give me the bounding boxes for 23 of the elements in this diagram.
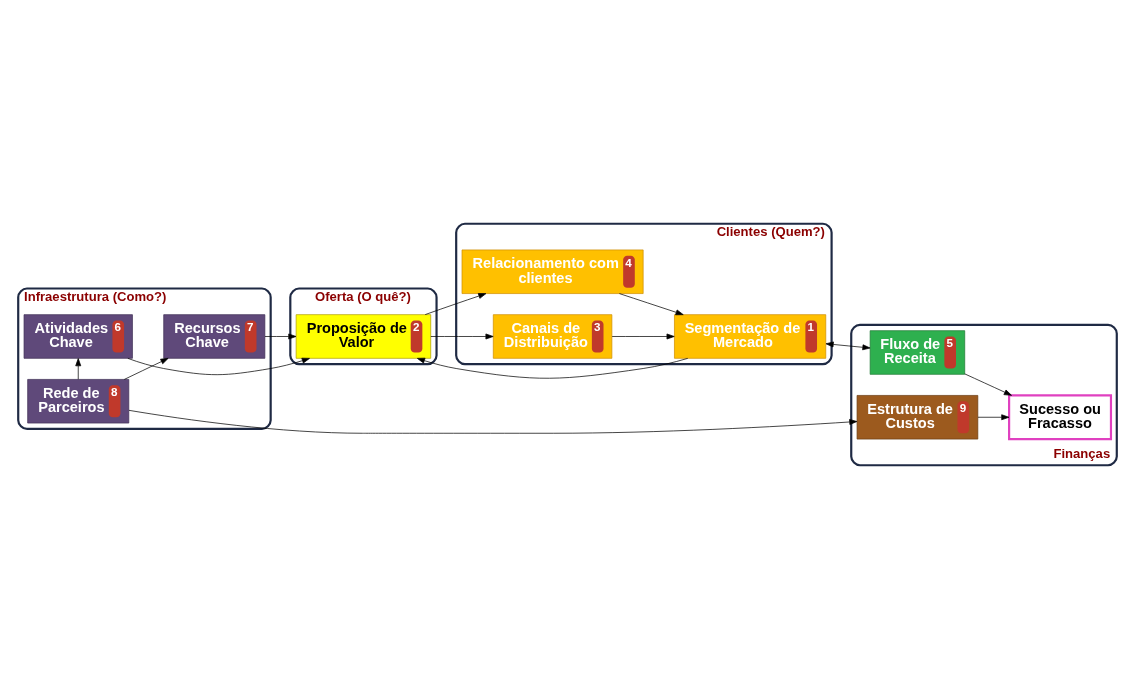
node-box: Relacionamento com clientes 4 [461,249,644,294]
node-box: Estrutura de Custos 9 [856,395,979,440]
arrow [825,341,871,351]
arrow [128,409,858,434]
arrow [977,414,1010,421]
node-box: Atividades Chave 6 [23,314,133,359]
arrow [75,358,82,380]
node-box: Sucesso ou Fracasso [1008,394,1113,441]
node-box: Segmentação de Mercado 1 [674,314,827,359]
node-box: Fluxo de Receita 5 [869,330,966,375]
node-box: Proposição de Valor 2 [295,314,432,359]
arrow [964,373,1012,396]
node-box: Rede de Parceiros 8 [27,379,130,424]
arrow [611,333,675,340]
node-box: Canais de Distribuição 3 [492,314,613,359]
arrow [127,357,310,376]
arrow [430,333,494,340]
arrow [264,333,297,340]
arrow [417,357,689,379]
arrow [619,293,684,316]
arrow [424,293,487,315]
node-box: Recursos Chave 7 [163,314,266,359]
arrow [123,357,169,380]
